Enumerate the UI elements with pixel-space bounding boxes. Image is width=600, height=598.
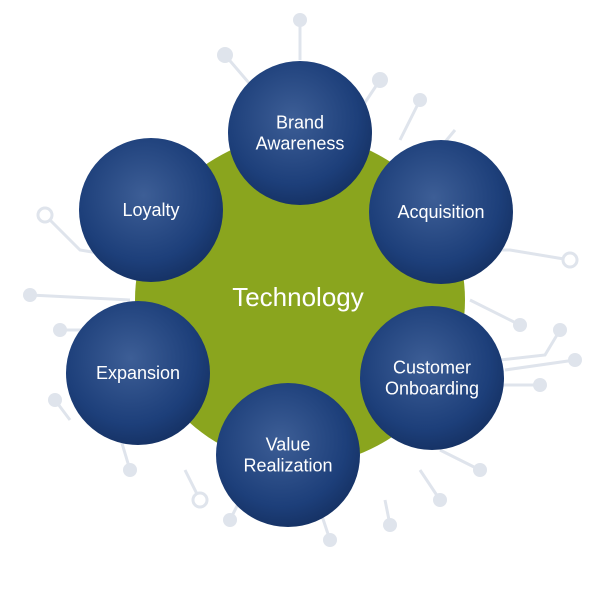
stage-label: Realization <box>243 456 332 476</box>
stage-label: Customer <box>393 358 471 378</box>
stage-label: Acquisition <box>397 202 484 222</box>
stage-circle <box>369 140 513 284</box>
stage-label: Expansion <box>96 363 180 383</box>
stage-node: Acquisition <box>369 140 513 284</box>
stage-circle <box>66 301 210 445</box>
stage-label: Value <box>266 435 311 455</box>
stage-label: Brand <box>276 113 324 133</box>
stage-node: Expansion <box>66 301 210 445</box>
stage-label: Loyalty <box>122 200 179 220</box>
stage-label: Awareness <box>256 134 345 154</box>
hub-label: Technology <box>232 282 364 312</box>
stage-circle <box>228 61 372 205</box>
stage-node: Loyalty <box>79 138 223 282</box>
stage-label: Onboarding <box>385 379 479 399</box>
stage-circle <box>79 138 223 282</box>
stage-circle <box>216 383 360 527</box>
stage-circle <box>360 306 504 450</box>
